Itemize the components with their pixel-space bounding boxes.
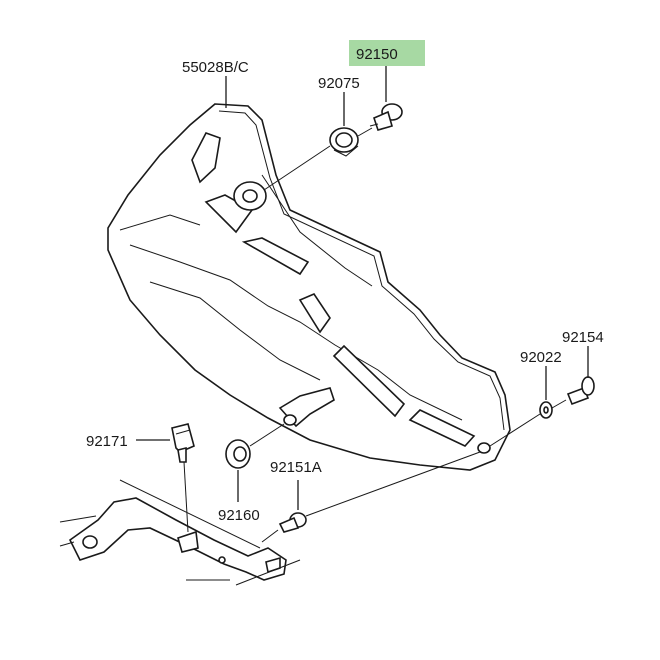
axis-clip bbox=[183, 461, 189, 533]
label-grommet-bottom: 92160 bbox=[218, 507, 260, 524]
cover-part[interactable] bbox=[107, 103, 511, 471]
bolt-bottom-part[interactable] bbox=[278, 512, 307, 533]
label-bolt-bottom: 92151A bbox=[270, 459, 322, 476]
label-bolt-right: 92154 bbox=[562, 329, 604, 346]
grommet-bottom-part[interactable] bbox=[225, 439, 251, 469]
bolt-right-part[interactable] bbox=[566, 376, 595, 406]
label-washer-right: 92022 bbox=[520, 349, 562, 366]
axis-top bbox=[263, 127, 373, 191]
label-clip: 92171 bbox=[86, 433, 128, 450]
axis-right bbox=[489, 399, 567, 447]
bracket-part[interactable] bbox=[59, 479, 301, 586]
highlight-box bbox=[349, 40, 425, 66]
axis-bottom-bolt bbox=[261, 451, 481, 543]
axis-bottom-grommet bbox=[249, 423, 285, 447]
label-grommet-top: 92075 bbox=[318, 75, 360, 92]
label-cover: 55028B/C bbox=[182, 59, 249, 76]
clip-part[interactable] bbox=[171, 423, 195, 463]
washer-right-part[interactable] bbox=[539, 401, 553, 419]
grommet-top-part[interactable] bbox=[329, 127, 359, 157]
bolt-top-part[interactable] bbox=[369, 103, 403, 131]
label-bolt-top: 92150 bbox=[356, 46, 398, 63]
